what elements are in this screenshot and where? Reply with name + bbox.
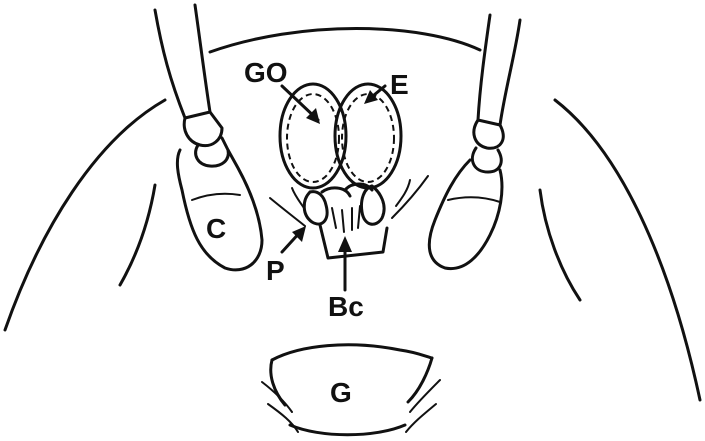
bc-arrowhead	[338, 236, 352, 252]
label-p: P	[266, 255, 285, 286]
left-coxa-divider	[192, 194, 240, 200]
label-c: C	[206, 213, 226, 244]
label-e: E	[390, 69, 409, 100]
left-antenna-ring-2	[196, 138, 229, 166]
label-g: G	[330, 377, 352, 408]
label-bc: Bc	[328, 291, 364, 322]
genital-plate-bottom	[290, 425, 405, 435]
palp-left	[304, 192, 327, 224]
label-go: GO	[244, 57, 288, 88]
eye-right-dashed	[342, 94, 394, 182]
inner-curve-right	[540, 190, 580, 300]
eye-left-dashed	[287, 94, 339, 182]
body-outline-right	[555, 100, 700, 400]
genital-plate-right	[408, 358, 432, 402]
palp-right	[361, 186, 384, 224]
right-coxa-divider	[448, 197, 500, 202]
body-outline-left	[5, 100, 165, 330]
head-capsule-top	[210, 29, 480, 53]
genital-plate-top	[272, 345, 432, 360]
right-antenna-shaft	[478, 15, 520, 125]
buccal-cone	[320, 225, 387, 258]
right-antenna-ring	[474, 120, 503, 148]
right-antenna-ring-2	[472, 148, 501, 172]
inner-curve-left	[120, 185, 155, 285]
genital-folds-right	[406, 380, 440, 432]
left-coxa	[177, 150, 262, 270]
mouthpart-lines	[332, 206, 360, 232]
right-coxa	[429, 160, 502, 269]
genital-plate-left	[271, 360, 285, 405]
bristle-left-2	[292, 188, 304, 208]
